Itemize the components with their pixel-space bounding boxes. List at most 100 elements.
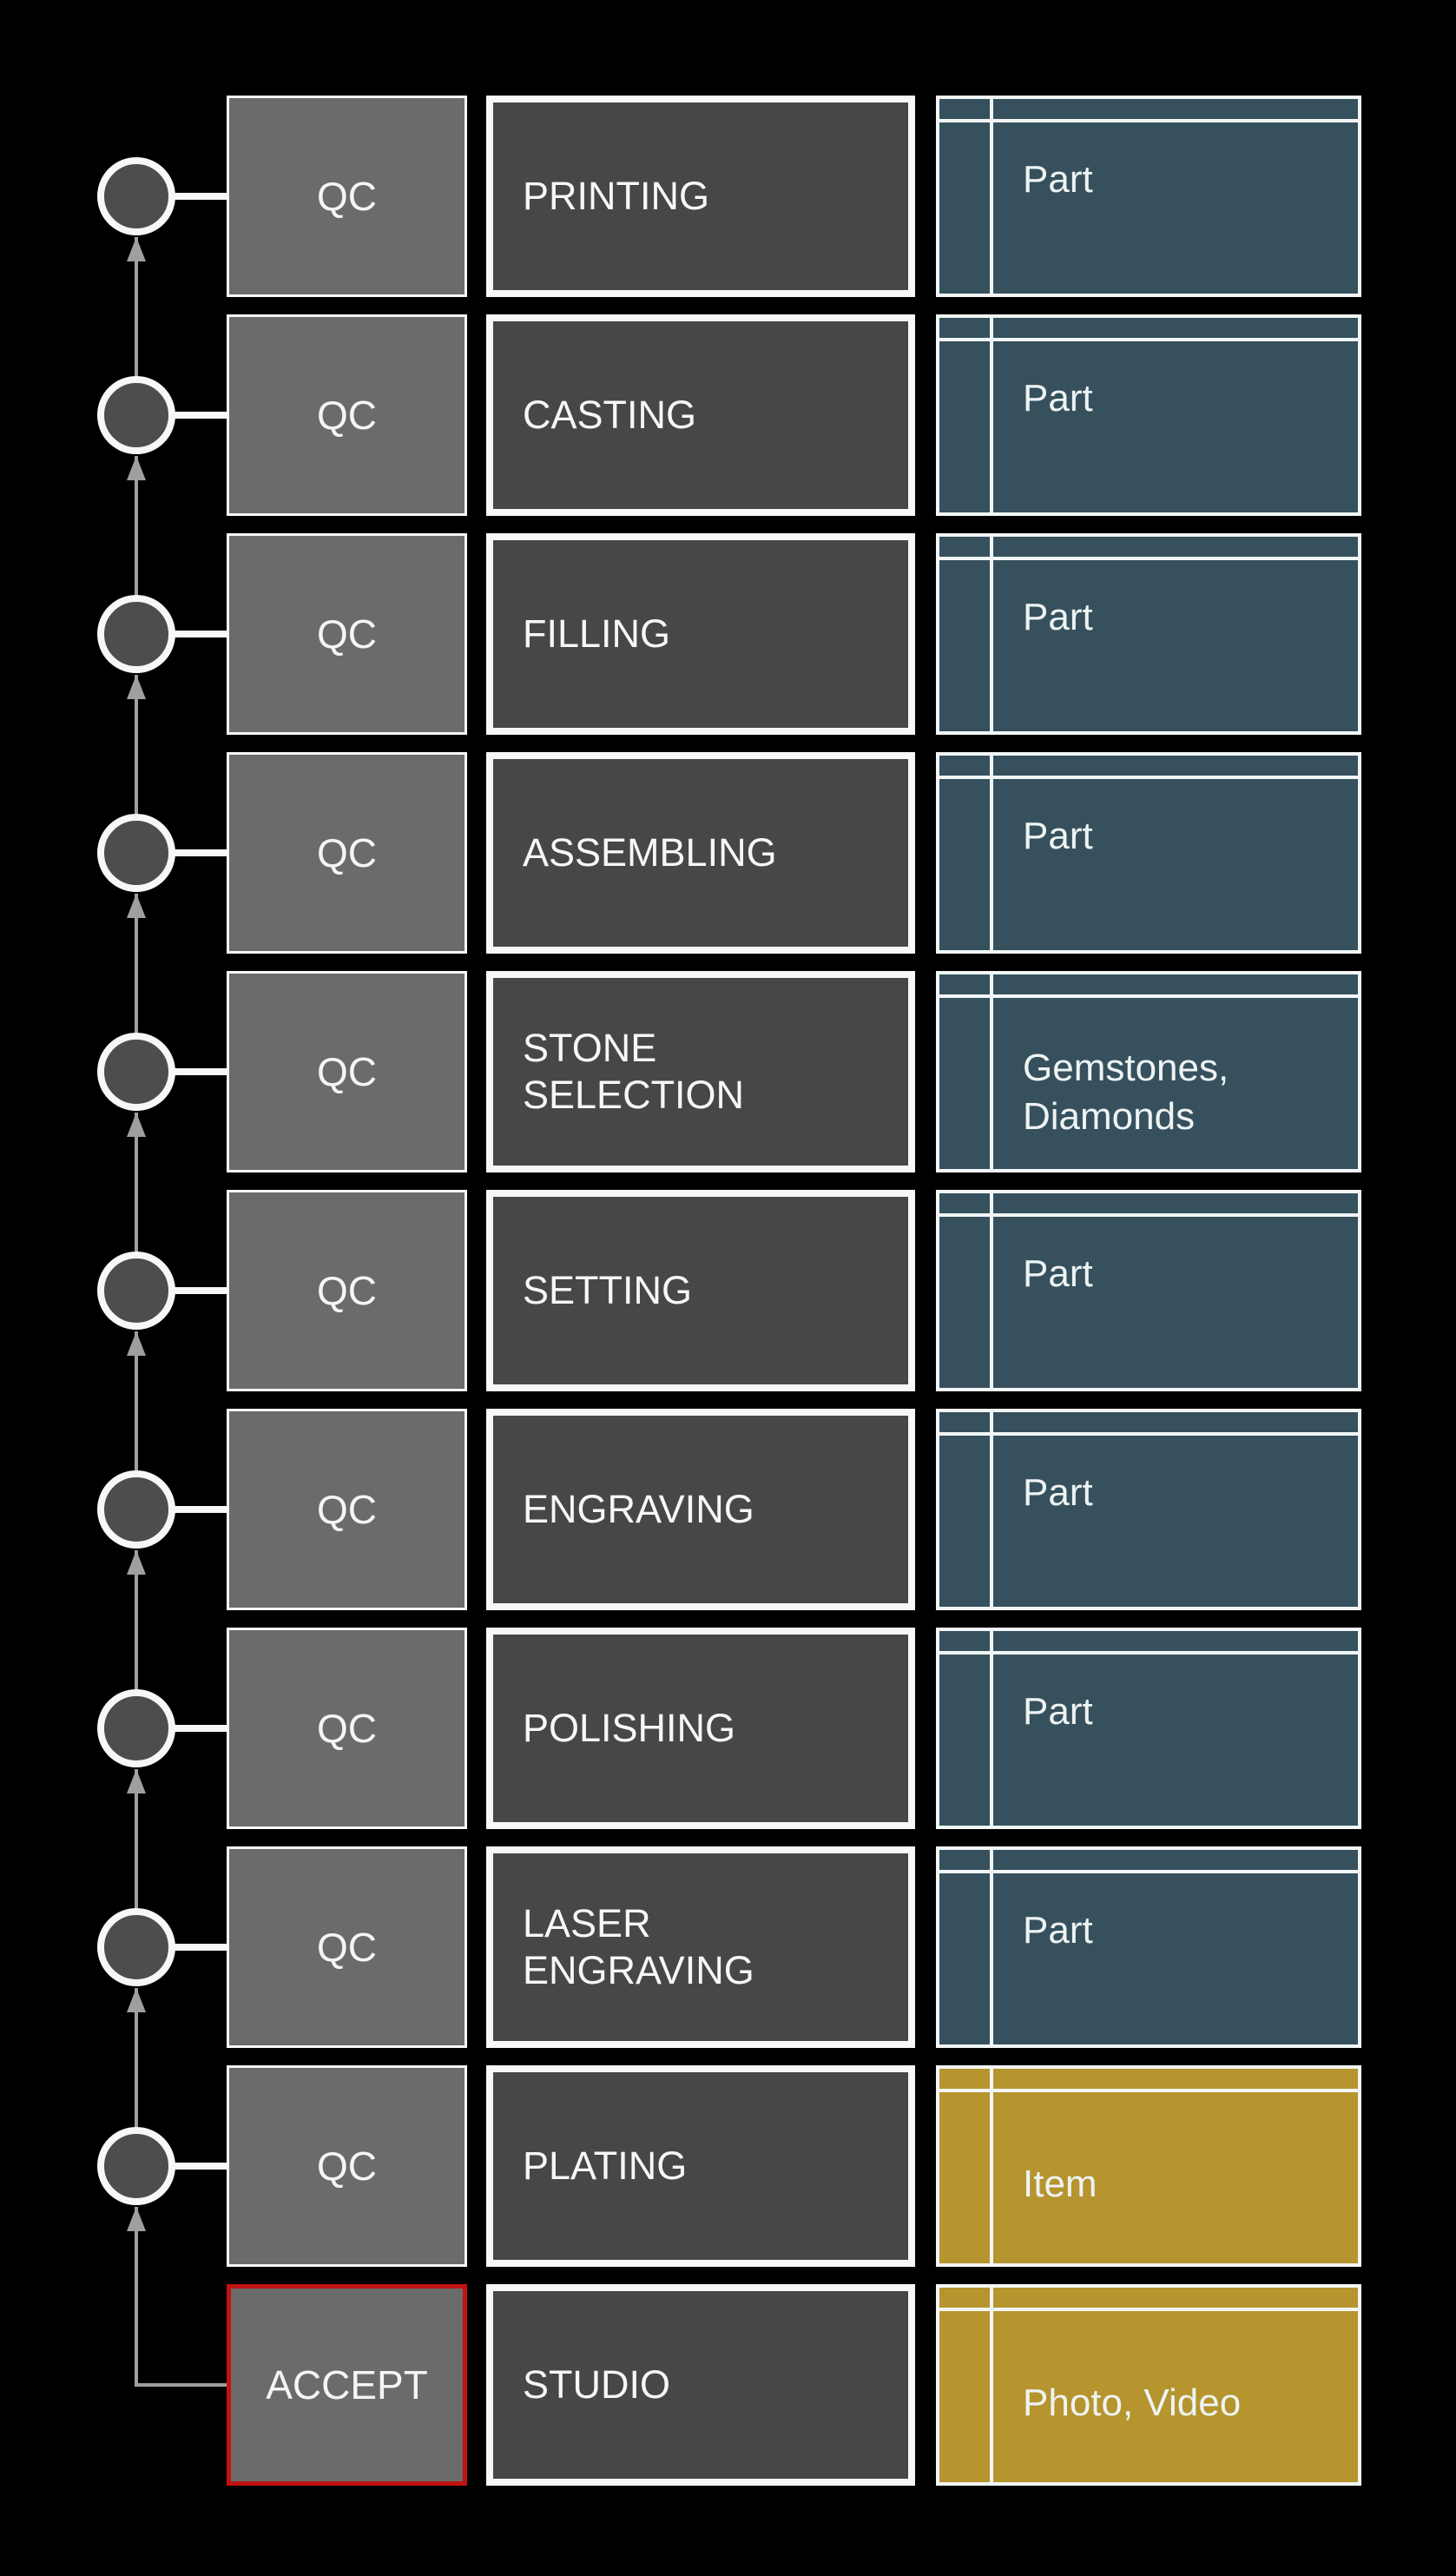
process-label: ASSEMBLING bbox=[523, 830, 777, 875]
circle-to-qc-connector bbox=[175, 849, 229, 856]
qc-box: QC bbox=[227, 96, 467, 297]
accept-box: ACCEPT bbox=[227, 2284, 467, 2486]
qc-box: QC bbox=[227, 1846, 467, 2048]
process-label: FILLING bbox=[523, 611, 671, 656]
output-label: Gemstones, Diamonds bbox=[1023, 1047, 1229, 1138]
output-label: Part bbox=[1023, 377, 1093, 419]
output-label: Part bbox=[1023, 158, 1093, 201]
card-top-divider bbox=[939, 338, 1358, 341]
stage-label: QC bbox=[317, 1049, 377, 1094]
output-card: Part bbox=[936, 96, 1361, 297]
arrow-up-icon bbox=[127, 1988, 146, 2012]
output-label: Part bbox=[1023, 596, 1093, 638]
qc-gate-circle bbox=[97, 1908, 175, 1986]
qc-gate-circle bbox=[97, 814, 175, 892]
flow-line bbox=[135, 237, 138, 378]
process-label: POLISHING bbox=[523, 1706, 736, 1750]
qc-box: QC bbox=[227, 752, 467, 954]
card-top-divider bbox=[939, 2308, 1358, 2311]
card-top-divider bbox=[939, 776, 1358, 779]
process-row-casting: QC CASTING Part bbox=[0, 314, 1456, 516]
output-label: Item bbox=[1023, 2163, 1097, 2205]
process-label: STONE SELECTION bbox=[523, 1026, 745, 1117]
card-top-divider bbox=[939, 1651, 1358, 1655]
arrow-up-icon bbox=[127, 1331, 146, 1356]
arrow-up-icon bbox=[127, 1769, 146, 1793]
process-box: SETTING bbox=[486, 1190, 915, 1391]
flow-line bbox=[135, 894, 138, 1034]
process-label: CASTING bbox=[523, 393, 697, 437]
output-card: Part bbox=[936, 1846, 1361, 2048]
process-label: PRINTING bbox=[523, 174, 710, 218]
process-row-setting: QC SETTING Part bbox=[0, 1190, 1456, 1391]
circle-to-qc-connector bbox=[175, 631, 229, 637]
process-row-engraving: QC ENGRAVING Part bbox=[0, 1409, 1456, 1610]
card-left-divider bbox=[990, 318, 993, 512]
arrow-up-icon bbox=[127, 237, 146, 261]
flow-line bbox=[135, 456, 138, 597]
circle-to-qc-connector bbox=[175, 1287, 229, 1294]
process-row-assembling: QC ASSEMBLING Part bbox=[0, 752, 1456, 954]
stage-label: QC bbox=[317, 174, 377, 219]
process-row-stone-selection: QC STONE SELECTION Gemstones, Diamonds bbox=[0, 971, 1456, 1172]
output-card-media: Photo, Video bbox=[936, 2284, 1361, 2486]
card-left-divider bbox=[990, 1631, 993, 1826]
qc-gate-circle bbox=[97, 157, 175, 235]
circle-to-qc-connector bbox=[175, 1506, 229, 1513]
process-box: ENGRAVING bbox=[486, 1409, 915, 1610]
circle-to-qc-connector bbox=[175, 2163, 229, 2170]
arrow-up-icon bbox=[127, 1550, 146, 1575]
process-row-laser-engraving: QC LASER ENGRAVING Part bbox=[0, 1846, 1456, 2048]
process-label: SETTING bbox=[523, 1268, 693, 1312]
circle-to-qc-connector bbox=[175, 193, 229, 200]
card-top-divider bbox=[939, 119, 1358, 122]
output-label: Part bbox=[1023, 1690, 1093, 1733]
output-label: Part bbox=[1023, 1252, 1093, 1295]
qc-gate-circle bbox=[97, 1689, 175, 1767]
flow-line bbox=[135, 1113, 138, 1253]
qc-box: QC bbox=[227, 1409, 467, 1610]
qc-gate-circle bbox=[97, 595, 175, 673]
process-box: PRINTING bbox=[486, 96, 915, 297]
process-box: PLATING bbox=[486, 2065, 915, 2267]
output-card: Part bbox=[936, 752, 1361, 954]
flow-line bbox=[135, 1769, 138, 1910]
card-top-divider bbox=[939, 2089, 1358, 2092]
output-card: Part bbox=[936, 314, 1361, 516]
stage-label: ACCEPT bbox=[266, 2362, 428, 2408]
flow-line bbox=[135, 1550, 138, 1691]
card-top-divider bbox=[939, 557, 1358, 560]
stage-label: QC bbox=[317, 611, 377, 657]
output-card: Gemstones, Diamonds bbox=[936, 971, 1361, 1172]
card-left-divider bbox=[990, 1850, 993, 2044]
process-box: LASER ENGRAVING bbox=[486, 1846, 915, 2048]
stage-label: QC bbox=[317, 1487, 377, 1532]
process-row-printing: QC PRINTING Part bbox=[0, 96, 1456, 297]
output-label: Part bbox=[1023, 815, 1093, 857]
flow-line bbox=[135, 1331, 138, 1472]
qc-box: QC bbox=[227, 971, 467, 1172]
card-left-divider bbox=[990, 974, 993, 1169]
card-left-divider bbox=[990, 1412, 993, 1607]
process-box: FILLING bbox=[486, 533, 915, 735]
card-top-divider bbox=[939, 1213, 1358, 1217]
arrow-up-icon bbox=[127, 675, 146, 699]
output-card: Part bbox=[936, 1628, 1361, 1829]
process-label: STUDIO bbox=[523, 2362, 671, 2407]
process-box: STUDIO bbox=[486, 2284, 915, 2486]
process-box: STONE SELECTION bbox=[486, 971, 915, 1172]
circle-to-qc-connector bbox=[175, 1725, 229, 1732]
flow-line-elbow-horizontal bbox=[135, 2383, 228, 2387]
qc-box: QC bbox=[227, 533, 467, 735]
stage-label: QC bbox=[317, 393, 377, 438]
output-label: Photo, Video bbox=[1023, 2381, 1242, 2424]
output-label: Part bbox=[1023, 1471, 1093, 1514]
stage-label: QC bbox=[317, 1268, 377, 1313]
arrow-up-icon bbox=[127, 2207, 146, 2231]
card-left-divider bbox=[990, 537, 993, 731]
card-left-divider bbox=[990, 2288, 993, 2482]
circle-to-qc-connector bbox=[175, 412, 229, 419]
stage-label: QC bbox=[317, 830, 377, 875]
process-row-filling: QC FILLING Part bbox=[0, 533, 1456, 735]
